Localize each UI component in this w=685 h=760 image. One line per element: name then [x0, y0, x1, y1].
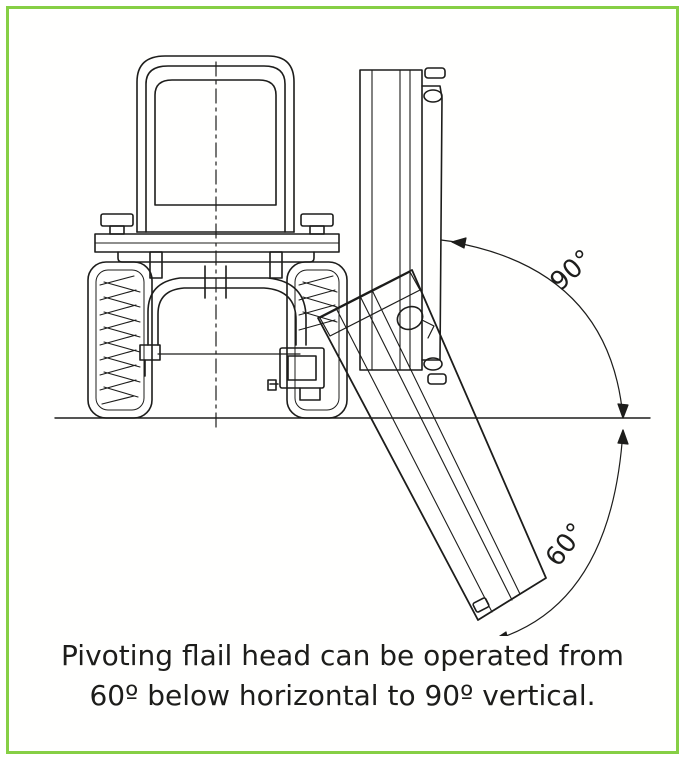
front-axle-hoop — [147, 277, 307, 346]
flail-head-vertical — [359, 67, 447, 385]
left-light — [100, 213, 134, 227]
figure-caption: Pivoting flail head can be operated from… — [6, 636, 679, 716]
figure-frame — [6, 6, 679, 754]
right-light — [300, 213, 334, 227]
caption-line-2: 60º below horizontal to 90º vertical. — [89, 679, 596, 712]
caption-line-1: Pivoting flail head can be operated from — [61, 639, 624, 672]
angle-dimensions — [440, 237, 629, 636]
angle-label-90: 90° — [545, 244, 599, 297]
left-wheel — [87, 261, 153, 419]
arc-60 — [503, 429, 624, 636]
arc-90 — [451, 241, 624, 419]
flail-head-lowered — [317, 269, 547, 621]
pivot-bracket — [267, 347, 325, 401]
tractor — [87, 55, 348, 419]
flail-mower-diagram: 90° 60° — [54, 55, 651, 636]
angle-label-60: 60° — [540, 518, 592, 573]
tractor-cab — [136, 55, 295, 233]
